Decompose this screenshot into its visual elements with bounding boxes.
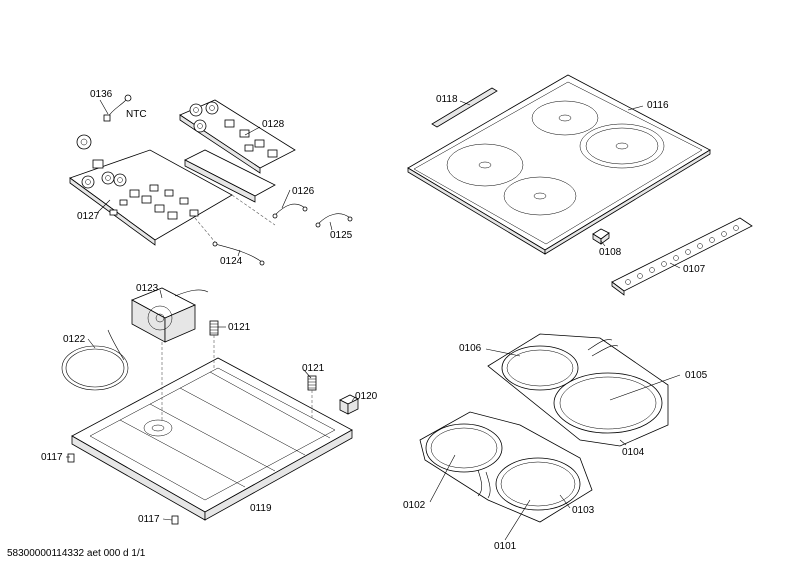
- label-0128: 0128: [262, 119, 285, 130]
- pcb-board-0127: [69, 134, 233, 246]
- control-strip-0107: [611, 217, 753, 296]
- label-0121-right: 0121: [302, 363, 325, 374]
- label-0108: 0108: [599, 247, 622, 258]
- label-0127: 0127: [77, 211, 100, 222]
- label-0118: 0118: [436, 94, 458, 105]
- heater-carrier-0101: [419, 411, 593, 523]
- label-0106: 0106: [459, 343, 482, 354]
- label-0124: 0124: [220, 256, 243, 267]
- spring-0121-top: [209, 320, 219, 336]
- cable-0124: [212, 241, 265, 266]
- label-0119: 0119: [250, 503, 272, 514]
- label-0125: 0125: [330, 230, 353, 241]
- label-0123: 0123: [136, 283, 159, 294]
- label-0136: 0136: [90, 89, 113, 100]
- label-0107: 0107: [683, 264, 706, 275]
- label-0104: 0104: [622, 447, 645, 458]
- label-0117-bottom: 0117: [138, 514, 160, 525]
- clip-0117-bottom: [171, 515, 179, 525]
- cable-0125: [315, 213, 353, 228]
- label-0126: 0126: [292, 186, 315, 197]
- label-0121-top: 0121: [228, 322, 251, 333]
- label-0116: 0116: [647, 100, 669, 111]
- document-footer: 58300000114332 aet 000 d 1/1: [7, 548, 146, 559]
- label-ntc: NTC: [126, 109, 147, 120]
- clip-0108: [592, 228, 610, 245]
- label-0102: 0102: [403, 500, 426, 511]
- clip-0120: [339, 394, 359, 415]
- glass-ceramic-top-0116: [407, 74, 711, 255]
- ntc-sensor-0136: [103, 94, 132, 122]
- label-0101: 0101: [494, 541, 517, 552]
- clip-0117-left: [67, 453, 75, 463]
- label-0120: 0120: [355, 391, 378, 402]
- label-0122: 0122: [63, 334, 86, 345]
- heater-carrier-0104: [487, 333, 669, 447]
- cable-loop-0122: [61, 329, 129, 391]
- bottom-housing-0119: [71, 357, 353, 521]
- fan-0123: [131, 287, 209, 343]
- label-0117-left: 0117: [41, 452, 63, 463]
- spring-0121-right: [307, 375, 317, 391]
- pcb-board-0128: [179, 99, 296, 203]
- seal-strip-0118: [431, 87, 498, 128]
- label-0105: 0105: [685, 370, 708, 381]
- label-0103: 0103: [572, 505, 595, 516]
- cable-0126: [272, 203, 308, 219]
